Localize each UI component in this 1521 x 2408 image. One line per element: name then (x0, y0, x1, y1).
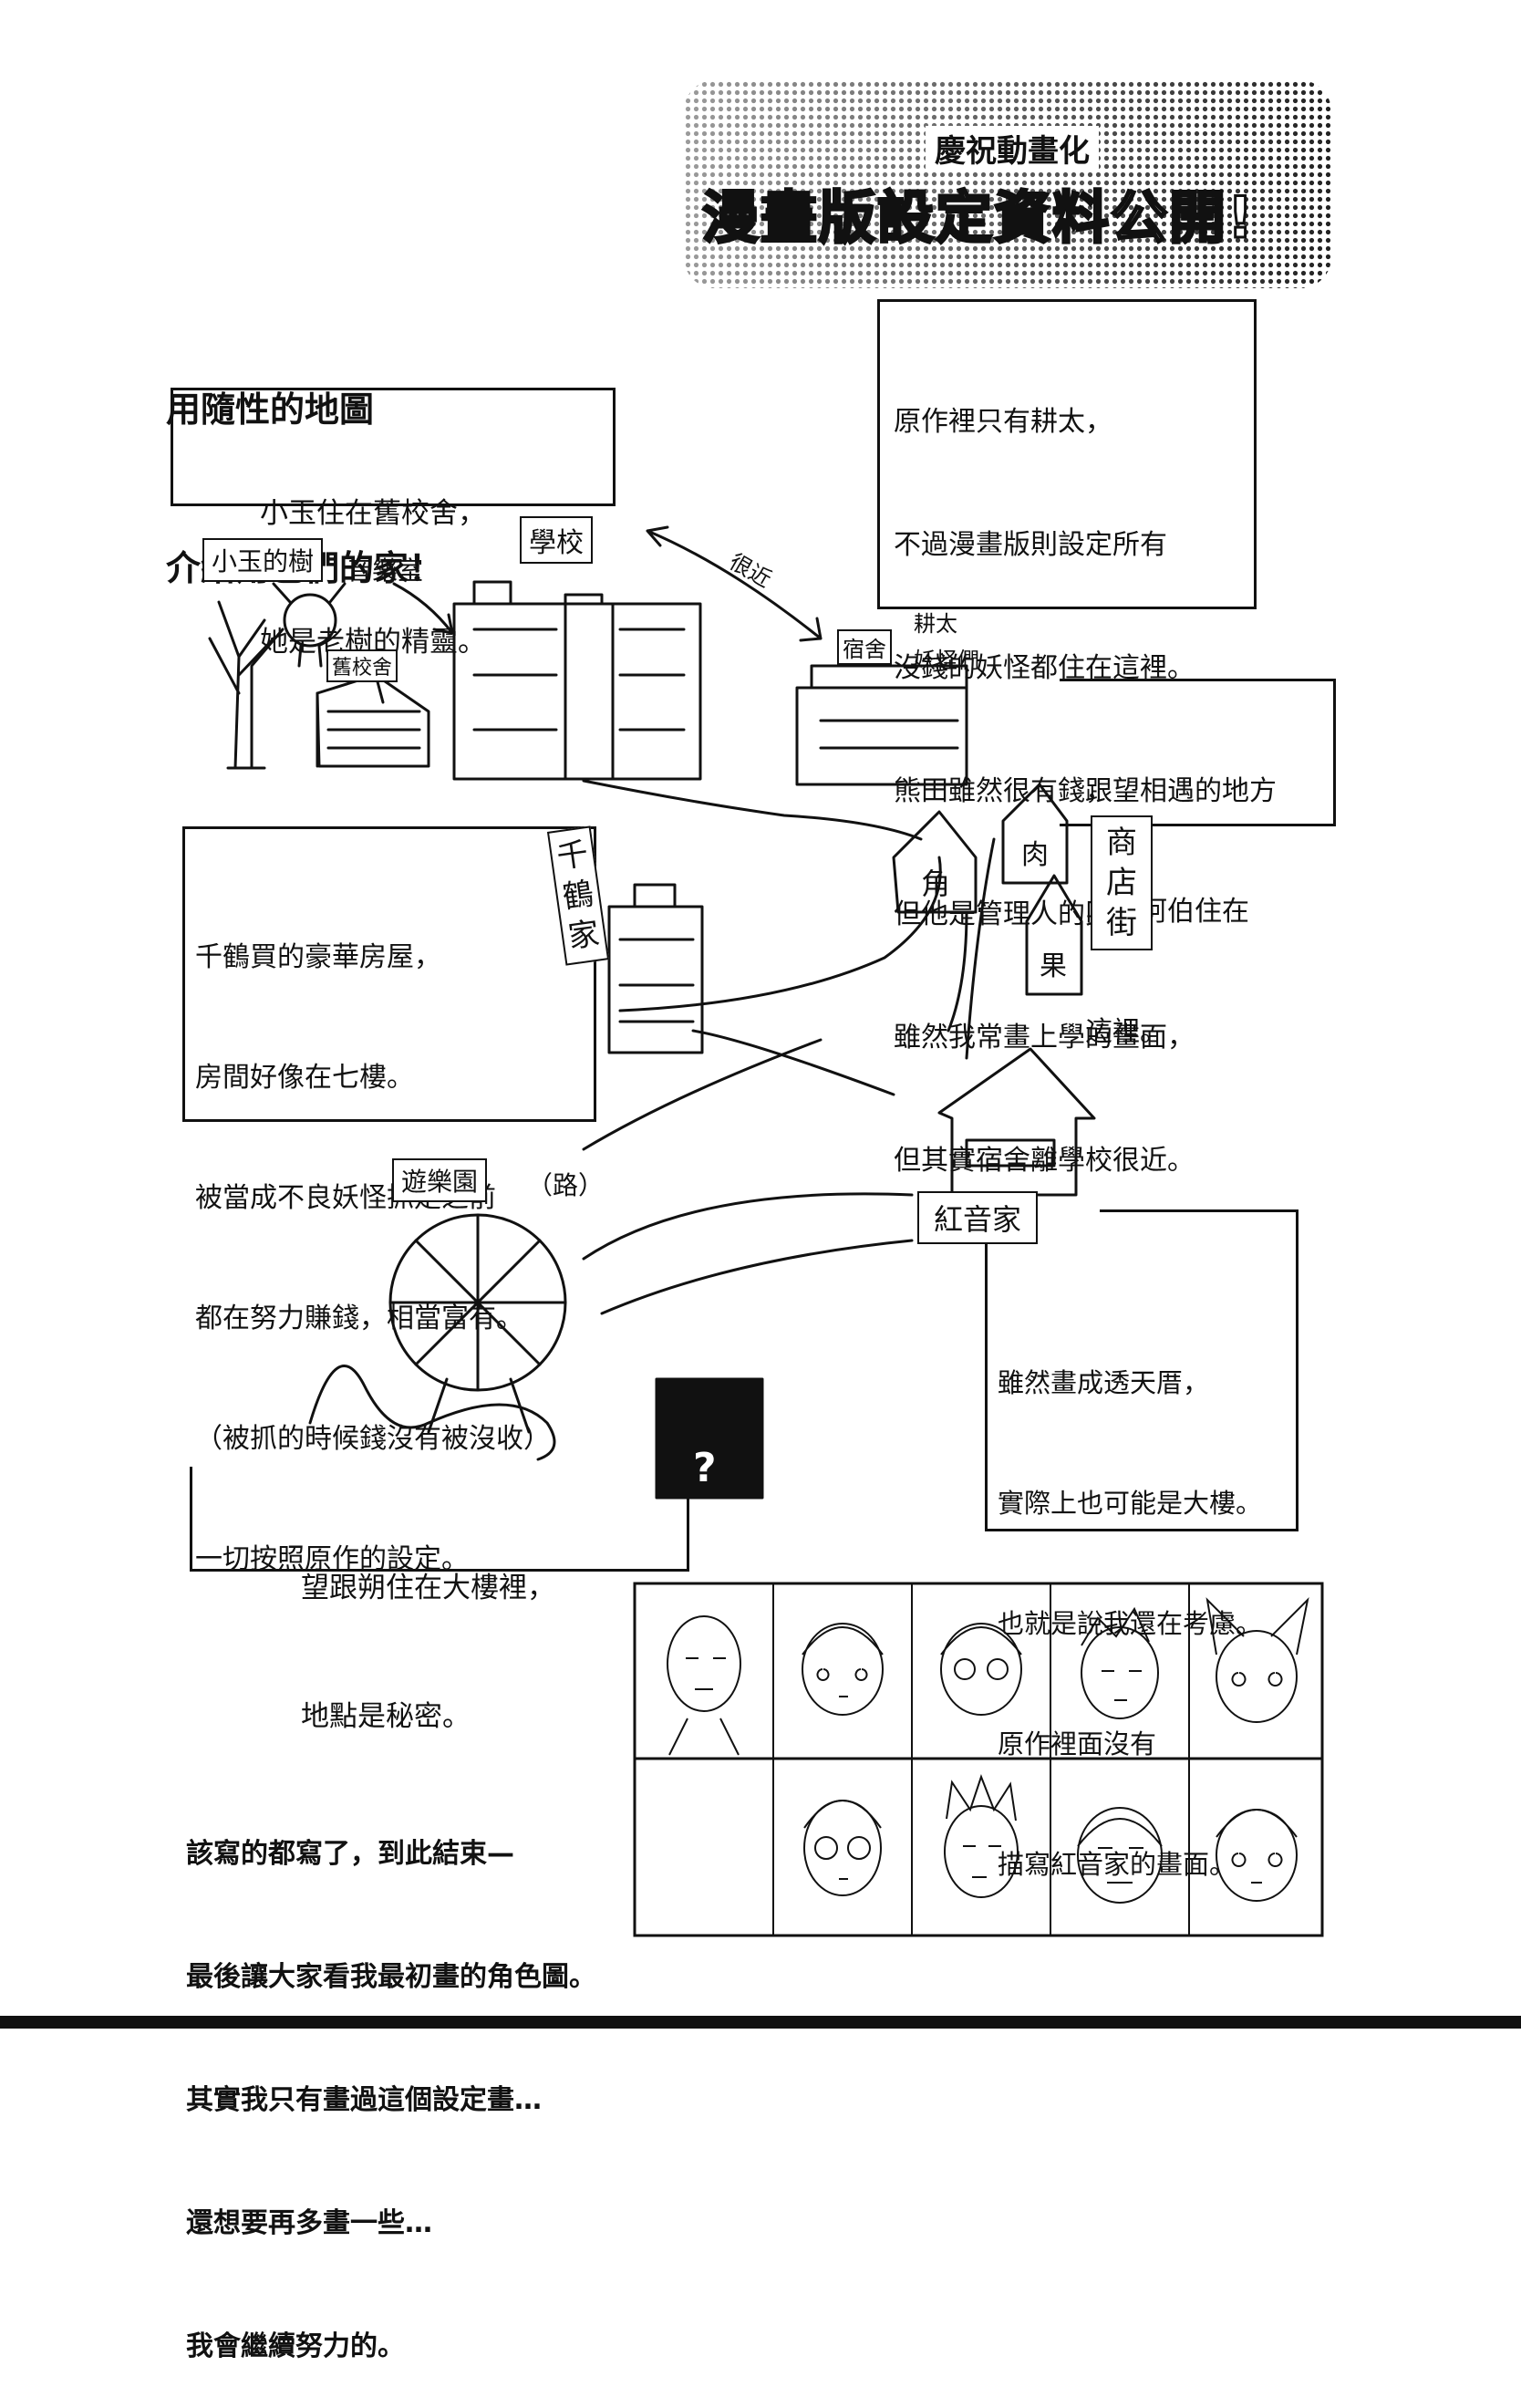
note-chizuru: 千鶴買的豪華房屋， 房間好像在七樓。 被當成不良妖怪抓走之前 都在努力賺錢，相當… (195, 857, 551, 1620)
chizuru-building-drawing (607, 883, 704, 1054)
note-dorm-line-4: 熊田雖然很有錢， (894, 775, 1112, 807)
shops-drawing (892, 783, 1083, 996)
note-chizuru-line-4: 都在努力賺錢，相當富有。 (195, 1303, 523, 1334)
note-nozomi-line-2: 地點是秘密。 (301, 1700, 471, 1733)
label-road: （路） (527, 1170, 605, 1200)
dorm-drawing (795, 664, 968, 786)
note-nozomi-line-1: 望跟朔住在大樓裡， (301, 1572, 555, 1604)
note-box-beni (985, 1209, 1299, 1531)
note-box-chizuru (182, 826, 596, 1122)
portrait-4 (1081, 1606, 1159, 1719)
note-shop-line-3: 這裡。 (1085, 1016, 1167, 1048)
label-kouta: 耕太 (914, 611, 957, 637)
label-amusement-park: 遊樂園 (392, 1158, 488, 1202)
label-school: 學校 (520, 516, 593, 564)
note-chizuru-line-2: 房間好像在七樓。 (195, 1062, 414, 1094)
banner-subtitle: 慶祝動畫化 (926, 126, 1099, 171)
closing-line-5: 我會繼續努力的。 (186, 2330, 405, 2362)
label-shop-corner: 角 (921, 867, 951, 901)
note-dorm-line-6: 雖然我常畫上學的畫面， (894, 1022, 1195, 1054)
tama-tree-drawing (208, 600, 285, 770)
portrait-8 (1077, 1807, 1163, 1904)
note-beni-line-5: 描寫紅音家的畫面。 (998, 1849, 1236, 1880)
closing-line-3: 其實我只有畫過這個設定畫… (186, 2084, 542, 2116)
old-building-drawing (316, 673, 430, 768)
note-nozomi: 望跟朔住在大樓裡， 地點是秘密。 (301, 1481, 555, 1781)
intro-heading-line-1: 用隨性的地圖 (166, 389, 375, 430)
label-shopping-street: 商 店 街 (1091, 815, 1153, 950)
label-old-building: 舊校舍 (326, 649, 398, 682)
near-arrow-drawing (646, 525, 823, 642)
label-tama-tree: 小玉的樹 (202, 538, 324, 582)
note-shop-line-1: 跟望相遇的地方 (1085, 775, 1277, 807)
note-dorm-line-2: 不過漫畫版則設定所有 (894, 529, 1167, 561)
label-shop-meat: 肉 (1021, 839, 1049, 871)
label-dorm: 宿舍 (837, 629, 892, 665)
note-chizuru-line-1: 千鶴買的豪華房屋， (195, 941, 441, 973)
closing-line-4: 還想要再多畫一些… (186, 2207, 432, 2239)
note-dorm-line-1: 原作裡只有耕太， (894, 406, 1112, 438)
note-beni-line-4: 原作裡面沒有 (998, 1728, 1157, 1759)
mystery-tower-drawing (655, 1377, 764, 1500)
tama-face-drawing (283, 593, 337, 648)
portrait-1 (667, 1615, 741, 1756)
note-box-shop (1060, 679, 1336, 826)
note-chizuru-line-5: （被抓的時候錢沒有被沒收） (195, 1423, 551, 1455)
closing-line-2: 最後讓大家看我最初畫的角色圖。 (186, 1961, 596, 1993)
note-beni: 雖然畫成透天厝， 實際上也可能是大樓。 也就是說我還在考慮。 原作裡面沒有 描寫… (998, 1282, 1262, 1925)
note-beni-line-1: 雖然畫成透天厝， (998, 1367, 1210, 1398)
banner-background (684, 80, 1331, 288)
closing-text: 該寫的都寫了，到此結束— 最後讓大家看我最初畫的角色圖。 其實我只有畫過這個設定… (186, 1751, 596, 2408)
portrait-2 (802, 1623, 884, 1716)
label-youkai: 妖怪們 (914, 648, 979, 673)
portrait-3 (940, 1623, 1022, 1716)
note-tama-line-1: 小玉住在舊校舍， (260, 497, 486, 530)
label-beni-house: 紅音家 (917, 1191, 1039, 1244)
note-beni-line-2: 實際上也可能是大樓。 (998, 1488, 1263, 1519)
banner-title: 漫畫版設定資料公開! (700, 183, 1256, 253)
portrait-6 (803, 1800, 882, 1896)
note-beni-line-3: 也就是說我還在考慮。 (998, 1608, 1263, 1639)
map-sketch (208, 525, 1096, 1500)
ferris-wheel-drawing (388, 1213, 567, 1434)
school-drawing (452, 580, 702, 781)
note-box-nozomi (190, 1467, 689, 1572)
roller-coaster-drawing (308, 1365, 556, 1461)
note-box-beni-top (1100, 1209, 1296, 1212)
portrait-5 (1205, 1596, 1309, 1723)
character-sketch-grid (633, 1582, 1324, 1937)
bottom-border (0, 2016, 1521, 2029)
closing-line-1: 該寫的都寫了，到此結束— (186, 1838, 514, 1870)
portrait-7 (944, 1774, 1019, 1898)
portrait-9 (1216, 1809, 1298, 1902)
note-dorm: 原作裡只有耕太， 不過漫畫版則設定所有 沒錢的妖怪都住在這裡。 熊田雖然很有錢，… (894, 319, 1195, 1222)
mystery-mark: ? (693, 1445, 717, 1491)
label-shop-fruit: 果 (1040, 950, 1067, 982)
note-box-dorm (877, 299, 1257, 609)
note-dorm-line-7: 但其實宿舍離學校很近。 (894, 1145, 1195, 1177)
label-music-room: 音樂室 (347, 555, 424, 586)
note-box-tama (171, 388, 616, 506)
beni-house-drawing (937, 1047, 1096, 1197)
